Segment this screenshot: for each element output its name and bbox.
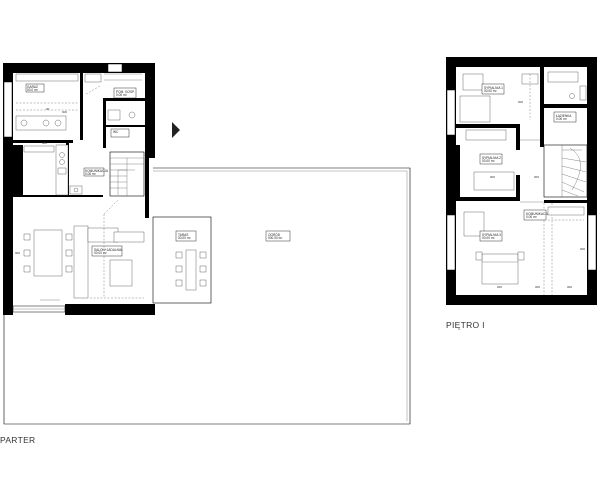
svg-text:00.00 m²: 00.00 m² xyxy=(178,236,191,240)
svg-text:0.00 m²: 0.00 m² xyxy=(85,172,96,176)
bedroom-1: SYPIALNIA 1 00.00 m² 000 xyxy=(459,73,539,123)
svg-text:GARAŻ: GARAŻ xyxy=(27,84,38,89)
svg-text:SYPIALNIA 1: SYPIALNIA 1 xyxy=(484,86,503,90)
dining-table xyxy=(23,229,73,277)
svg-text:TARAS: TARAS xyxy=(178,233,188,237)
ground-floor-label: PARTER xyxy=(0,435,36,445)
garden-tag xyxy=(265,230,291,242)
window xyxy=(3,81,13,138)
first-floor-label: PIĘTRO I xyxy=(446,320,485,330)
svg-text:00.00 m²: 00.00 m² xyxy=(94,251,107,255)
ground-floor-exterior-walls xyxy=(3,63,155,315)
window xyxy=(587,214,597,271)
kitchen: KOMUNIKACJA 0.00 m² xyxy=(23,144,109,196)
svg-text:000: 000 xyxy=(490,175,495,179)
svg-text:OGRÓD: OGRÓD xyxy=(268,232,281,237)
svg-text:00: 00 xyxy=(46,107,50,111)
svg-text:0.00 m²: 0.00 m² xyxy=(556,117,567,121)
first-floor-exterior-walls xyxy=(446,57,597,305)
garage-wall-detail xyxy=(104,63,142,81)
svg-text:KOMUNIKACJA: KOMUNIKACJA xyxy=(85,169,109,173)
svg-text:00.0 m²: 00.0 m² xyxy=(27,88,38,92)
ground-floor-dimensions: 000 000 000 xyxy=(15,110,67,301)
svg-text:000: 000 xyxy=(580,247,585,251)
svg-text:00.00 m²: 00.00 m² xyxy=(484,89,497,93)
svg-text:ŁAZIENKA: ŁAZIENKA xyxy=(556,114,572,118)
ground-floor-plan: GARAŻ 00.0 m² 00 POM. GOSP. 0.00 m² WC xyxy=(3,63,411,425)
svg-text:000: 000 xyxy=(15,251,20,255)
bedroom-2: SYPIALNIA 2 00.00 m² 000 000 xyxy=(465,129,539,191)
first-floor-staircase xyxy=(543,144,588,295)
wc-room: WC xyxy=(107,109,136,138)
svg-text:000.00 m²: 000.00 m² xyxy=(268,236,282,240)
staircase xyxy=(109,151,145,197)
first-floor-plan: SYPIALNIA 1 00.00 m² 000 ŁAZIENKA 0.00 m… xyxy=(446,57,597,305)
storage-room: GARAŻ 00.0 m² 00 xyxy=(15,73,79,131)
svg-text:000: 000 xyxy=(518,100,523,104)
wardrobe: 000 xyxy=(547,206,585,251)
svg-text:00.00 m²: 00.00 m² xyxy=(482,236,495,240)
svg-text:000: 000 xyxy=(62,110,67,114)
bathroom-1: ŁAZIENKA 0.00 m² xyxy=(547,71,587,123)
window xyxy=(446,89,456,136)
corridor: KOMUNIKACJA 0.00 m² xyxy=(520,139,550,221)
svg-text:SYPIALNIA 3: SYPIALNIA 3 xyxy=(482,233,501,237)
svg-text:0.00 m²: 0.00 m² xyxy=(526,215,537,219)
svg-text:000: 000 xyxy=(534,175,539,179)
first-floor-partitions xyxy=(456,67,587,203)
svg-text:00.00 m²: 00.00 m² xyxy=(482,159,495,163)
svg-text:SALON+JADALNIA: SALON+JADALNIA xyxy=(94,248,123,252)
window xyxy=(446,214,456,271)
entrance-marker xyxy=(172,122,180,138)
svg-text:000: 000 xyxy=(42,141,47,145)
bedroom-3: SYPIALNIA 3 00.00 m² xyxy=(463,211,525,285)
svg-text:KOMUNIKACJA: KOMUNIKACJA xyxy=(526,212,550,216)
svg-text:000: 000 xyxy=(497,285,502,289)
svg-text:0.00 m²: 0.00 m² xyxy=(116,93,127,97)
svg-text:SYPIALNIA 2: SYPIALNIA 2 xyxy=(482,156,501,160)
first-floor-dimensions: 000 000 000 xyxy=(497,285,572,289)
living-room: SALON+JADALNIA 00.00 m² xyxy=(73,199,145,299)
terrace-area xyxy=(3,167,411,425)
terrace-furniture: TARAS 00.00 m² xyxy=(152,216,212,304)
svg-text:000: 000 xyxy=(535,285,540,289)
svg-text:POM. GOSP.: POM. GOSP. xyxy=(116,90,135,94)
svg-text:000: 000 xyxy=(567,285,572,289)
svg-text:WC: WC xyxy=(113,130,119,134)
laundry-room: POM. GOSP. 0.00 m² xyxy=(84,73,137,99)
